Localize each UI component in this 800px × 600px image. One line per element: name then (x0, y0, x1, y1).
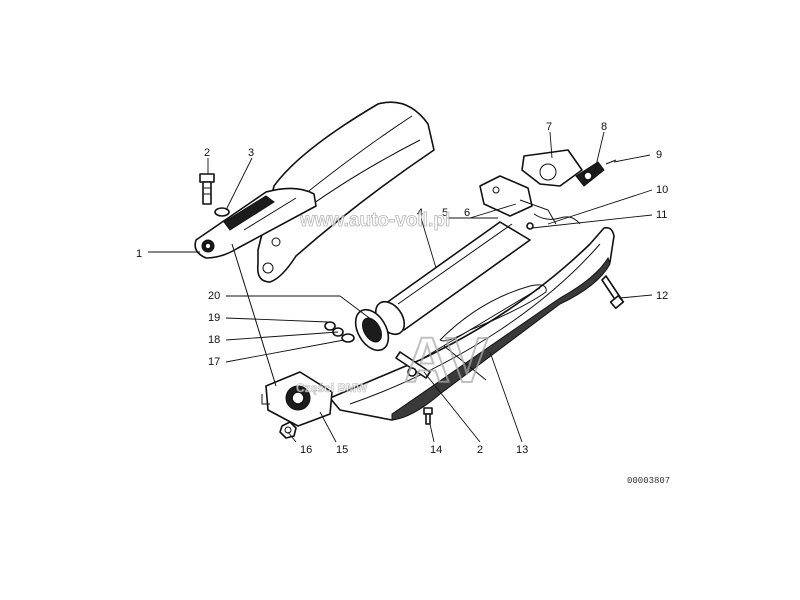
callout-2-bolt: 2 (204, 147, 210, 159)
callout-2-pin: 2 (477, 444, 483, 456)
callout-12: 12 (656, 290, 668, 302)
callout-1: 1 (136, 248, 142, 260)
linkage-rod (231, 243, 277, 387)
callout-17: 17 (208, 356, 220, 368)
callout-7: 7 (546, 121, 552, 133)
watermarks: www.auto-voll.pl AV Części BMW (296, 210, 490, 397)
watermark-site: www.auto-voll.pl (299, 210, 450, 231)
diagram-code: 00003807 (627, 476, 671, 486)
upper-mount-bracket (479, 149, 583, 225)
callout-19: 19 (208, 312, 220, 324)
spring-clip (526, 213, 581, 230)
callout-9: 9 (656, 149, 662, 161)
lower-flange-plate (261, 371, 333, 427)
callout-20: 20 (208, 290, 220, 302)
callout-5: 5 (442, 207, 448, 219)
watermark-logo: AV (404, 324, 488, 396)
callout-15: 15 (336, 444, 348, 456)
bolt-fitting (575, 159, 617, 187)
callout-8: 8 (601, 121, 607, 133)
small-screw (423, 407, 433, 425)
control-rod (439, 284, 547, 381)
callout-3: 3 (248, 147, 254, 159)
bolt-and-washer (199, 173, 230, 217)
pin (395, 351, 431, 379)
leader-lines (148, 131, 653, 443)
callout-18: 18 (208, 334, 220, 346)
callout-16: 16 (300, 444, 312, 456)
callout-14: 14 (430, 444, 442, 456)
callouts: 1 2 3 4 5 6 7 8 9 10 11 12 20 19 18 17 1… (136, 121, 668, 456)
long-screw (601, 275, 625, 310)
lever-bracket (194, 187, 317, 259)
lower-housing (329, 226, 615, 421)
flange-ring (354, 308, 390, 352)
callout-11: 11 (656, 209, 667, 221)
callout-10: 10 (656, 184, 668, 196)
nuts-and-washers (279, 321, 355, 439)
callout-4: 4 (417, 207, 423, 219)
callout-6: 6 (464, 207, 470, 219)
callout-13: 13 (516, 444, 528, 456)
watermark-caption: Części BMW (296, 381, 368, 395)
